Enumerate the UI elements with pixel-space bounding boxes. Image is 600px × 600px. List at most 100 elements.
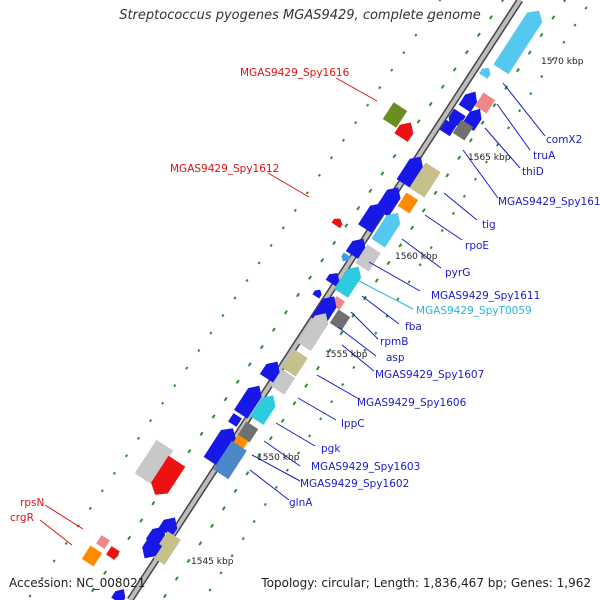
gene-block[interactable] — [250, 395, 276, 425]
gene-block[interactable] — [228, 413, 242, 427]
gene-block[interactable] — [203, 428, 237, 467]
gene-block[interactable] — [479, 67, 491, 79]
ring-tick — [305, 191, 309, 195]
ring-tick — [127, 535, 132, 541]
gene-block[interactable] — [474, 92, 496, 114]
gene-label-pgk[interactable]: pgk — [321, 443, 341, 455]
gene-label-pyrG[interactable]: pyrG — [445, 267, 470, 279]
ring-tick — [112, 471, 116, 475]
gene-features — [81, 10, 543, 600]
gene-block[interactable] — [81, 545, 103, 567]
gene-label-mgas1607[interactable]: MGAS9429_Spy1607 — [375, 369, 484, 381]
ring-tick — [281, 226, 285, 230]
ring-tick — [292, 400, 297, 406]
ring-tick — [451, 211, 455, 216]
ring-tick — [527, 50, 532, 55]
ring-tick — [352, 365, 356, 370]
gene-block[interactable] — [329, 309, 351, 331]
gene-block[interactable] — [213, 440, 247, 480]
gene-label-asp[interactable]: asp — [386, 352, 405, 364]
gene-block[interactable] — [358, 203, 384, 233]
ring-tick — [462, 194, 466, 198]
gene-block[interactable] — [237, 421, 259, 443]
scale-label-1565: 1565 kbp — [468, 153, 511, 163]
ring-tick — [501, 0, 505, 3]
gene-label-mgas1617[interactable]: MGAS9429_Spy1617 — [498, 196, 600, 208]
map-title: Streptococcus pyogenes MGAS9429, complet… — [119, 8, 481, 23]
gene-label-mgas1611[interactable]: MGAS9429_Spy1611 — [431, 290, 540, 302]
gene-block[interactable] — [394, 122, 414, 142]
ring-tick — [230, 554, 234, 558]
gene-label-mgas1606[interactable]: MGAS9429_Spy1606 — [357, 397, 467, 409]
gene-block[interactable] — [397, 192, 419, 214]
gene-block[interactable] — [409, 162, 441, 198]
gene-label-lppC[interactable]: lppC — [341, 418, 365, 430]
ring-tick — [173, 384, 177, 388]
gene-block[interactable] — [151, 455, 186, 495]
gene-label-fba[interactable]: fba — [405, 321, 422, 333]
gene-block[interactable] — [452, 119, 474, 141]
gene-block[interactable] — [259, 361, 280, 383]
gene-block[interactable] — [493, 10, 543, 75]
ring-tick — [221, 313, 225, 318]
gene-label-rpoE[interactable]: rpoE — [465, 240, 489, 252]
gene-block[interactable] — [312, 289, 322, 299]
gene-block[interactable] — [270, 369, 296, 395]
ring-tick — [103, 570, 108, 575]
gene-label-mgas1602[interactable]: MGAS9429_Spy1602 — [300, 478, 409, 490]
gene-label-t0059[interactable]: MGAS9429_SpyT0059 — [416, 305, 532, 317]
gene-block[interactable] — [282, 349, 308, 377]
gene-label-glnA[interactable]: glnA — [289, 497, 313, 509]
gene-block[interactable] — [111, 589, 126, 600]
ring-tick — [410, 225, 415, 231]
ring-tick — [429, 246, 433, 250]
gene-label-tig[interactable]: tig — [482, 219, 496, 231]
gene-label-mgas1612[interactable]: MGAS9429_Spy1612 — [170, 163, 279, 175]
gene-block[interactable] — [134, 439, 174, 485]
gene-label-thiD[interactable]: thiD — [522, 166, 544, 178]
gene-label-rpsN[interactable]: rpsN — [20, 497, 44, 509]
gene-label-mgas1616[interactable]: MGAS9429_Spy1616 — [240, 67, 350, 79]
gene-block[interactable] — [158, 517, 178, 537]
ring-tick — [163, 593, 167, 599]
scale-label-1550: 1550 kbp — [257, 453, 300, 463]
gene-label-comX2[interactable]: comX2 — [546, 134, 582, 146]
gene-block[interactable] — [458, 91, 477, 113]
gene-label-mgas1603[interactable]: MGAS9429_Spy1603 — [311, 461, 420, 473]
ring-tick — [252, 519, 256, 524]
gene-label-crgR[interactable]: crgR — [10, 512, 34, 524]
gene-block[interactable] — [142, 537, 163, 559]
gene-block[interactable] — [341, 252, 351, 262]
ring-tick — [210, 523, 215, 529]
gene-block[interactable] — [439, 119, 457, 137]
gene-block[interactable] — [151, 531, 181, 565]
gene-block[interactable] — [382, 102, 408, 128]
gene-block[interactable] — [234, 385, 262, 419]
ring-tick — [285, 468, 289, 472]
ring-tick — [396, 297, 400, 301]
ring-tick — [271, 327, 276, 332]
ring-tick — [263, 502, 267, 507]
gene-block[interactable] — [106, 546, 120, 560]
ring-tick — [563, 0, 567, 3]
ring-tick — [380, 171, 385, 176]
gene-block[interactable] — [96, 535, 110, 549]
ring-tick — [407, 280, 411, 284]
ring-tick — [219, 571, 223, 575]
accession-text: Accession: NC_008021 — [9, 576, 146, 590]
ring-tick — [274, 485, 278, 489]
ring-tick — [440, 84, 445, 89]
gene-block[interactable] — [331, 218, 343, 229]
gene-label-truA[interactable]: truA — [533, 150, 556, 162]
gene-block[interactable] — [371, 212, 401, 248]
gene-block[interactable] — [325, 273, 340, 287]
gene-label-rpmB[interactable]: rpmB — [380, 336, 408, 348]
gene-block[interactable] — [334, 266, 362, 298]
gene-block[interactable] — [396, 156, 424, 188]
gene-block[interactable] — [355, 244, 381, 272]
ring-tick — [584, 6, 588, 10]
ring-tick — [484, 160, 488, 164]
ring-tick — [247, 362, 252, 367]
gene-block[interactable] — [297, 313, 329, 352]
topology-text: Topology: circular; Length: 1,836,467 bp… — [261, 576, 591, 590]
